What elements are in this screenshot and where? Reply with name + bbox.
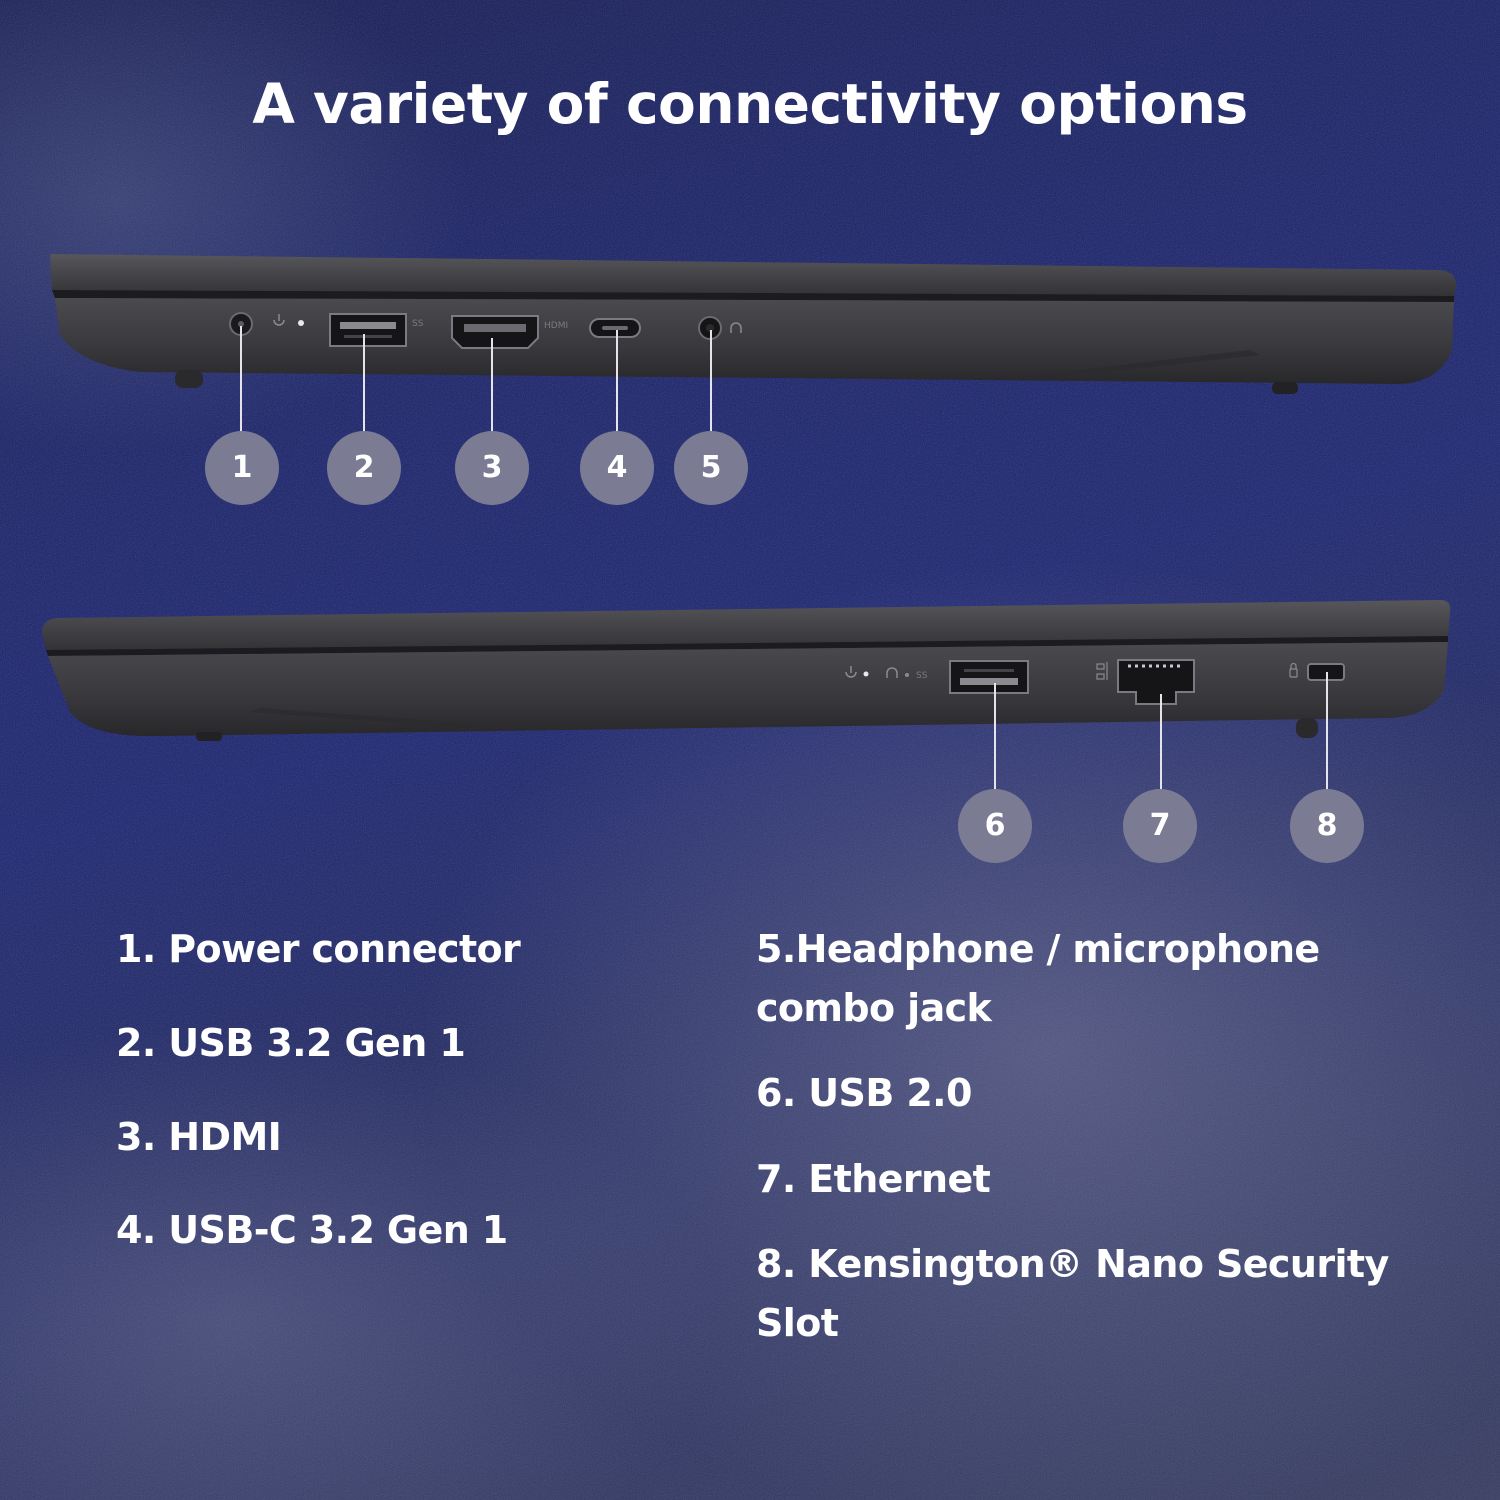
callout-badge-1: 1	[205, 431, 279, 505]
usb-a-port	[329, 313, 407, 347]
usb-ss-label: SS	[412, 319, 424, 329]
laptop-left-side-view: SS HDMI	[50, 254, 1457, 394]
led-indicator-icon	[863, 671, 869, 677]
hdmi-label: HDMI	[544, 321, 568, 331]
port-item-kensington: 8. Kensington® Nano Security Slot	[756, 1242, 1389, 1345]
port-item-usb-c: 4. USB-C 3.2 Gen 1	[116, 1208, 508, 1252]
laptop-lid	[42, 600, 1451, 656]
headphone-icon	[886, 667, 898, 678]
port-item-power-connector: 1. Power connector	[116, 927, 521, 971]
callout-badge-7: 7	[1123, 789, 1197, 863]
callout-line-8	[1326, 672, 1328, 790]
lock-icon	[1289, 662, 1298, 678]
callout-line-7	[1160, 694, 1162, 790]
usb-a-port	[949, 660, 1029, 694]
callout-badge-3: 3	[455, 431, 529, 505]
ethernet-port	[1117, 659, 1195, 705]
callout-badge-5: 5	[674, 431, 748, 505]
callout-badge-6: 6	[958, 789, 1032, 863]
port-item-hdmi: 3. HDMI	[116, 1115, 282, 1159]
callout-badge-4: 4	[580, 431, 654, 505]
laptop-base	[48, 642, 1448, 741]
hdmi-port	[451, 315, 539, 349]
port-item-ethernet: 7. Ethernet	[756, 1157, 991, 1201]
callout-line-4	[616, 330, 618, 432]
callout-line-6	[994, 683, 996, 790]
power-icon	[273, 314, 285, 326]
port-item-usb-3-2: 2. USB 3.2 Gen 1	[116, 1021, 466, 1065]
power-icon	[845, 666, 857, 678]
laptop-lid	[50, 254, 1457, 302]
ethernet-icon	[1096, 662, 1108, 680]
laptop-base	[55, 298, 1454, 394]
led-indicator-icon	[298, 320, 304, 326]
callout-badge-2: 2	[327, 431, 401, 505]
port-item-audio-jack: 5.Headphone / microphone combo jack	[756, 927, 1320, 1030]
callout-line-2	[363, 334, 365, 432]
led-indicator-icon	[905, 673, 909, 677]
port-item-usb-2-0: 6. USB 2.0	[756, 1071, 972, 1115]
laptop-right-side-view: SS	[42, 600, 1451, 741]
headphone-icon	[730, 322, 742, 333]
callout-line-3	[491, 338, 493, 432]
usb-ss-label: SS	[916, 671, 928, 681]
callout-line-5	[710, 330, 712, 432]
callout-badge-8: 8	[1290, 789, 1364, 863]
callout-line-1	[240, 326, 242, 432]
page-title: A variety of connectivity options	[252, 72, 1248, 136]
usb-c-port	[589, 318, 641, 338]
